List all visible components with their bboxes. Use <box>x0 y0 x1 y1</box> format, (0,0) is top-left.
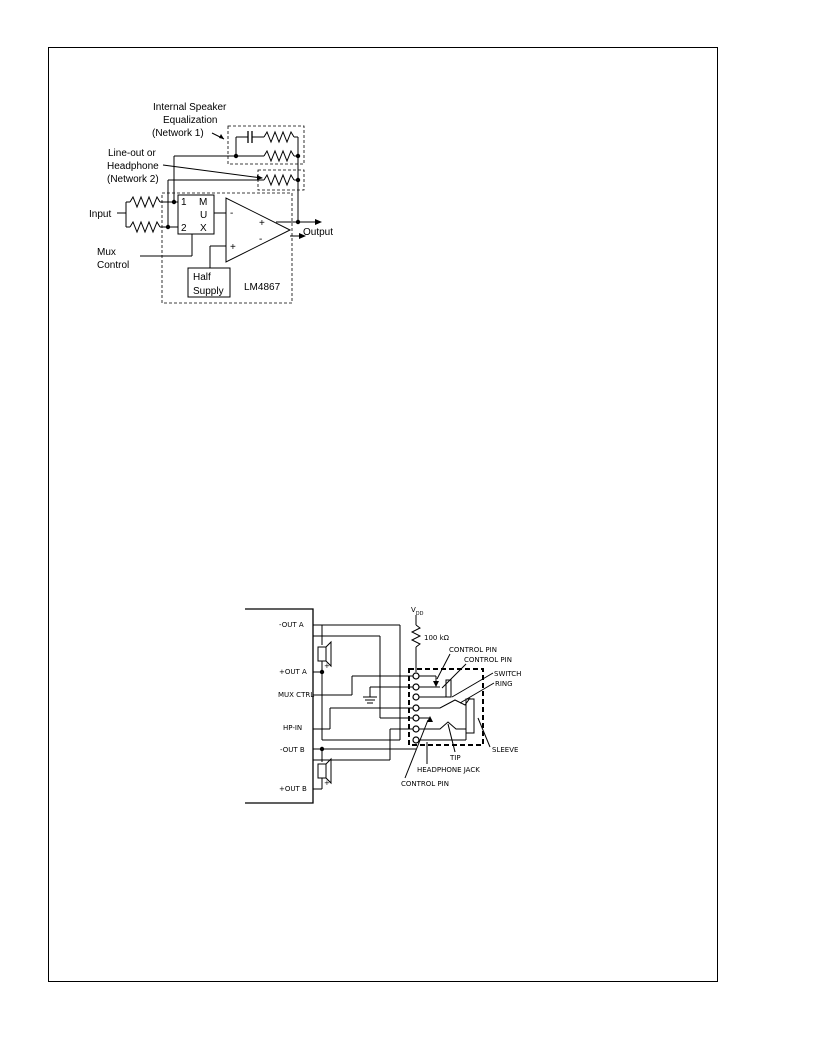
jack-pin <box>412 725 420 733</box>
pin-out-b-pos: +OUT B <box>279 785 307 793</box>
amp-minus-output: - <box>259 234 262 245</box>
resistor-value-label: 100 kΩ <box>424 634 450 642</box>
network2-label-line3: (Network 2) <box>107 174 159 185</box>
network2-label-line2: Headphone <box>107 161 159 172</box>
jack-pin <box>412 704 420 712</box>
output-label: Output <box>303 227 333 238</box>
speaker-a-plus: + <box>324 662 330 670</box>
headphone-jack-box <box>408 668 484 746</box>
input-resistor-1 <box>129 195 161 209</box>
figure-mux-amplifier: Internal Speaker Equalization (Network 1… <box>89 102 333 304</box>
callout-control-pin-2: CONTROL PIN <box>464 656 512 664</box>
input-resistor-2 <box>129 220 161 234</box>
ring-contact <box>445 679 452 698</box>
amp-minus-input: - <box>230 208 233 219</box>
jack-pin <box>412 672 420 680</box>
mux-control-label-line2: Control <box>97 260 129 271</box>
speaker-a-icon <box>317 646 327 662</box>
tip-label: TIP <box>449 754 461 762</box>
network2-arrowhead <box>257 175 263 180</box>
mux-block <box>177 194 215 235</box>
lm4867-box <box>161 192 293 304</box>
mux-letter-m: M <box>199 197 207 208</box>
pin-hp-in: HP-IN <box>283 724 302 732</box>
amp-plus-output: + <box>259 218 265 229</box>
jack-pin <box>412 736 420 744</box>
mux-input-2: 2 <box>181 223 187 234</box>
network1-arrowhead <box>219 134 224 139</box>
pin-out-b-neg: -OUT B <box>280 746 305 754</box>
resistor <box>263 173 295 187</box>
half-supply-label-line1: Half <box>193 272 211 283</box>
vdd-label: VDD <box>411 606 424 617</box>
output-arrowhead-bottom <box>299 233 306 239</box>
mux-letter-x: X <box>200 223 207 234</box>
half-supply-label-line2: Supply <box>193 286 224 297</box>
speaker-b-plus: + <box>324 779 330 787</box>
network2-label-line1: Line-out or <box>108 148 156 159</box>
network1-label-line1: Internal Speaker <box>153 102 227 113</box>
network1-box <box>227 125 305 165</box>
pin-out-a-pos: +OUT A <box>279 668 307 676</box>
ic-outline <box>245 608 314 804</box>
output-arrowhead-top <box>315 219 322 225</box>
jack-pin <box>412 683 420 691</box>
pullup-resistor <box>410 624 422 648</box>
mux-control-label-line1: Mux <box>97 247 116 258</box>
network1-label-line3: (Network 1) <box>152 128 204 139</box>
chip-label: LM4867 <box>244 282 281 293</box>
jack-pin <box>412 693 420 701</box>
network2-arrow-line <box>162 164 263 179</box>
headphone-jack-label: HEADPHONE JACK <box>417 766 480 774</box>
network1-label-line2: Equalization <box>163 115 217 126</box>
amp-plus-input: + <box>230 242 236 253</box>
callout-switch: SWITCH <box>494 670 521 678</box>
half-supply-block <box>187 267 231 298</box>
mux-input-1: 1 <box>181 197 187 208</box>
page-frame <box>48 47 718 982</box>
resistor <box>263 149 295 163</box>
op-amp <box>225 197 292 263</box>
sleeve-label: SLEEVE <box>492 746 518 754</box>
mux-letter-u: U <box>200 210 207 221</box>
resistor <box>263 130 295 144</box>
speaker-b-icon <box>317 763 327 779</box>
control-pin-bottom-label: CONTROL PIN <box>401 780 449 788</box>
pin-out-a-neg: -OUT A <box>279 621 304 629</box>
jack-pin <box>412 714 420 722</box>
pin-mux-ctrl: MUX CTRL <box>278 691 314 699</box>
input-label: Input <box>89 209 111 220</box>
callout-control-pin-1: CONTROL PIN <box>449 646 497 654</box>
callout-ring: RING <box>495 680 513 688</box>
figure-headphone-jack: -OUT A +OUT A MUX CTRL HP-IN -OUT B +OUT… <box>245 606 521 804</box>
sleeve-contact <box>465 698 475 734</box>
